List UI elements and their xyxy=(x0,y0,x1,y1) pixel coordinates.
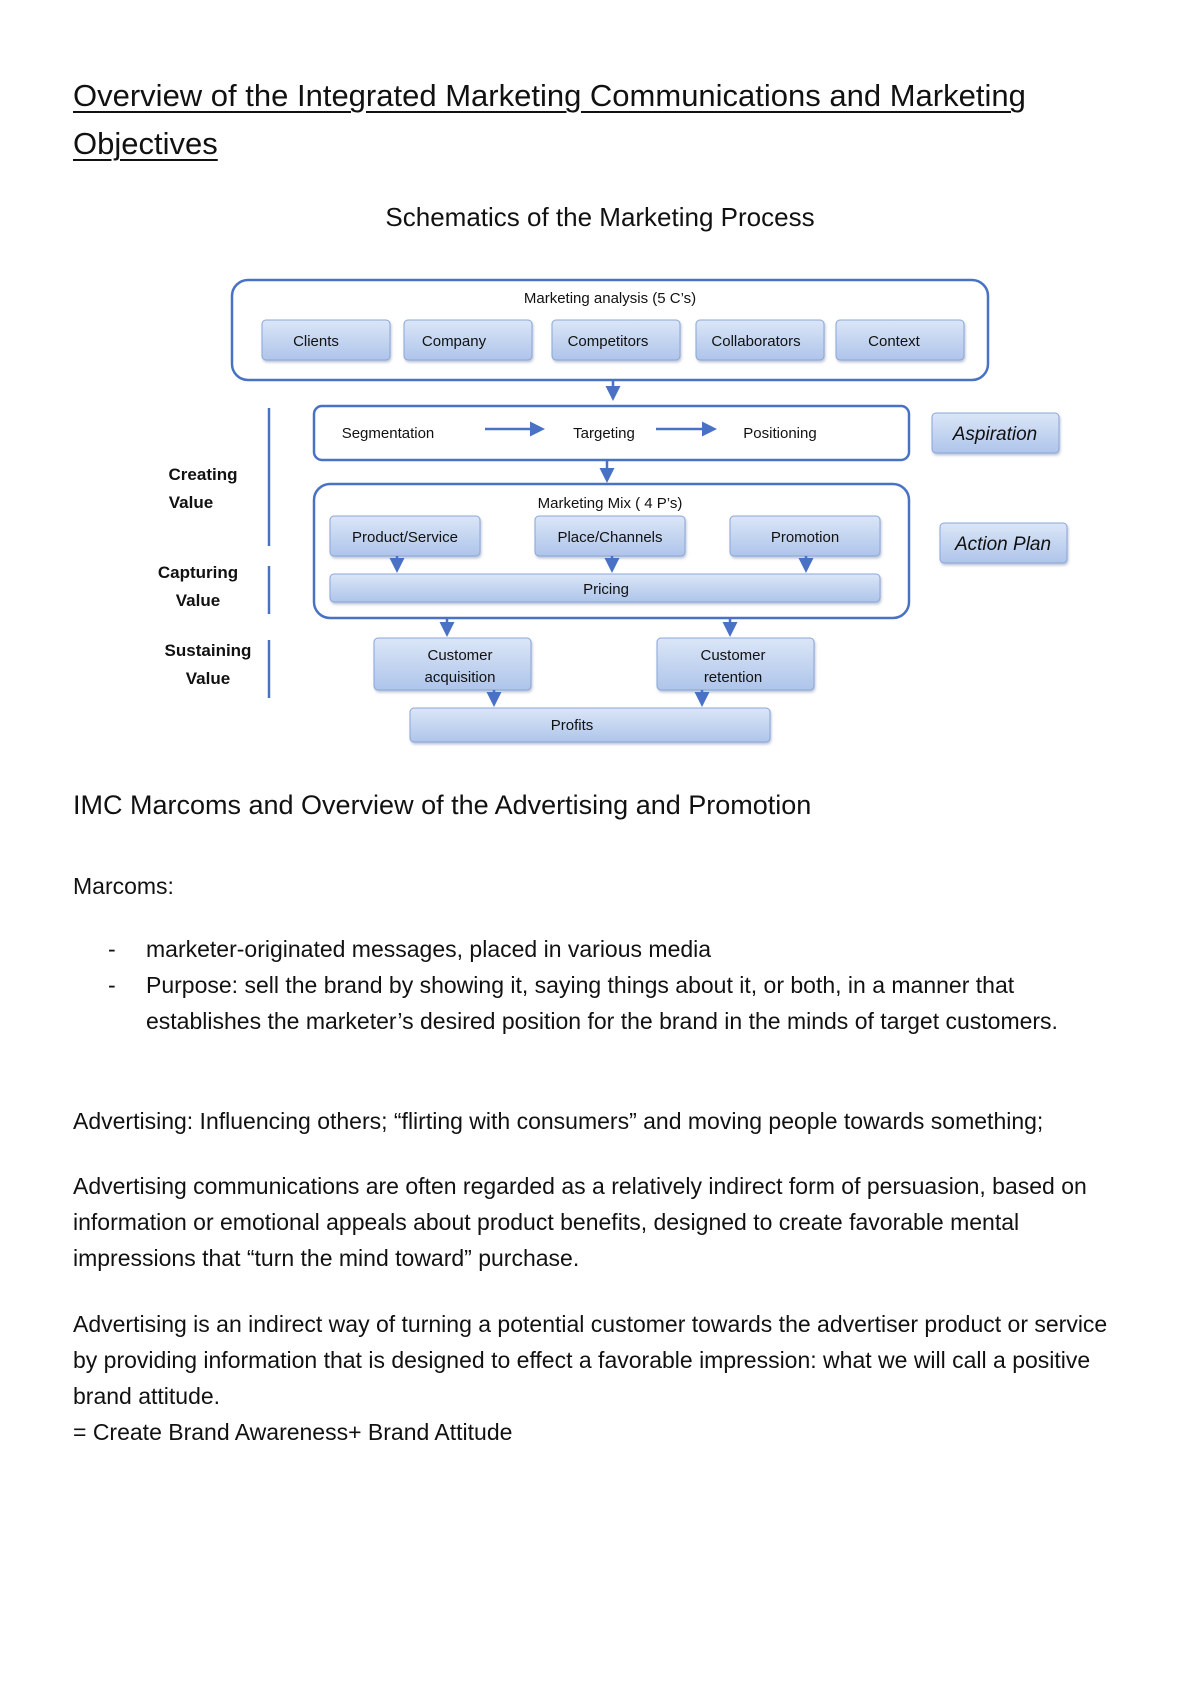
profits-label: Profits xyxy=(551,717,594,734)
stp-container xyxy=(312,404,911,462)
paragraph-brand-attitude: Advertising is an indirect way of turnin… xyxy=(73,1306,1133,1450)
diagram-caption: Schematics of the Marketing Process xyxy=(385,202,815,232)
customer-acquisition-label-2: acquisition xyxy=(425,669,496,686)
c-box-company xyxy=(403,319,533,361)
p-box-place xyxy=(534,515,686,557)
sustaining-value-label-1: Sustaining xyxy=(165,641,252,660)
five-cs-row: Clients Company Competitors Collaborator… xyxy=(261,319,965,361)
pricing-box xyxy=(329,573,881,603)
advertising-definition: Advertising: Influencing others; “flirti… xyxy=(73,1108,1044,1134)
c-label-context: Context xyxy=(868,333,921,350)
stp-targeting: Targeting xyxy=(573,425,635,442)
c-label-company: Company xyxy=(422,333,487,350)
stp-segmentation: Segmentation xyxy=(342,425,435,442)
section-heading: IMC Marcoms and Overview of the Advertis… xyxy=(73,790,812,820)
customer-retention-label-2: retention xyxy=(704,669,762,686)
brand-formula: = Create Brand Awareness+ Brand Attitude xyxy=(73,1419,513,1445)
sustaining-value-label-2: Value xyxy=(186,669,230,688)
c-box-competitors xyxy=(551,319,681,361)
p-box-product xyxy=(329,515,481,557)
capturing-value-label-1: Capturing xyxy=(158,563,238,582)
c-box-context xyxy=(835,319,965,361)
p-label-product: Product/Service xyxy=(352,529,458,546)
c-label-competitors: Competitors xyxy=(568,333,649,350)
marketing-analysis-title: Marketing analysis (5 C’s) xyxy=(524,290,696,307)
bullet-marker: - xyxy=(108,972,116,998)
profits-box xyxy=(409,707,771,743)
p-label-place: Place/Channels xyxy=(557,529,662,546)
bullet-text: Purpose: sell the brand by showing it, s… xyxy=(146,972,1058,1034)
marketing-process-diagram: Marketing analysis (5 C’s) Clients Compa… xyxy=(158,278,1068,743)
customer-retention-label-1: Customer xyxy=(700,647,765,664)
marketing-mix-title: Marketing Mix ( 4 P’s) xyxy=(538,495,683,512)
list-item: - Purpose: sell the brand by showing it, … xyxy=(108,967,1108,1039)
bullet-text: marketer-originated messages, placed in … xyxy=(146,936,712,962)
c-box-collaborators xyxy=(695,319,825,361)
creating-value-label-2: Value xyxy=(169,493,213,512)
customer-acquisition-box xyxy=(373,637,532,691)
capturing-value-label-2: Value xyxy=(176,591,220,610)
c-label-collaborators: Collaborators xyxy=(711,333,800,350)
c-label-clients: Clients xyxy=(293,333,339,350)
creating-value-label-1: Creating xyxy=(169,465,238,484)
marcoms-label: Marcoms: xyxy=(73,873,174,899)
pricing-label: Pricing xyxy=(583,581,629,598)
marcoms-bullet-list: - marketer-originated messages, placed in… xyxy=(108,931,1108,1039)
customer-acquisition-label-1: Customer xyxy=(427,647,492,664)
marketing-mix-container xyxy=(312,482,911,620)
aspiration-label: Aspiration xyxy=(952,424,1038,445)
customer-retention-box xyxy=(656,637,815,691)
paragraph-brand-attitude-text: Advertising is an indirect way of turnin… xyxy=(73,1311,1108,1409)
p-label-promotion: Promotion xyxy=(771,529,839,546)
action-plan-label: Action Plan xyxy=(954,534,1051,555)
marketing-analysis-container xyxy=(230,278,990,382)
c-box-clients xyxy=(261,319,391,361)
action-plan-box xyxy=(939,522,1068,564)
page-title: Overview of the Integrated Marketing Com… xyxy=(73,78,1026,161)
aspiration-box xyxy=(931,412,1060,454)
stp-positioning: Positioning xyxy=(743,425,816,442)
paragraph-persuasion: Advertising communications are often reg… xyxy=(73,1173,1087,1271)
bullet-marker: - xyxy=(108,936,116,962)
list-item: - marketer-originated messages, placed in… xyxy=(108,931,1108,967)
